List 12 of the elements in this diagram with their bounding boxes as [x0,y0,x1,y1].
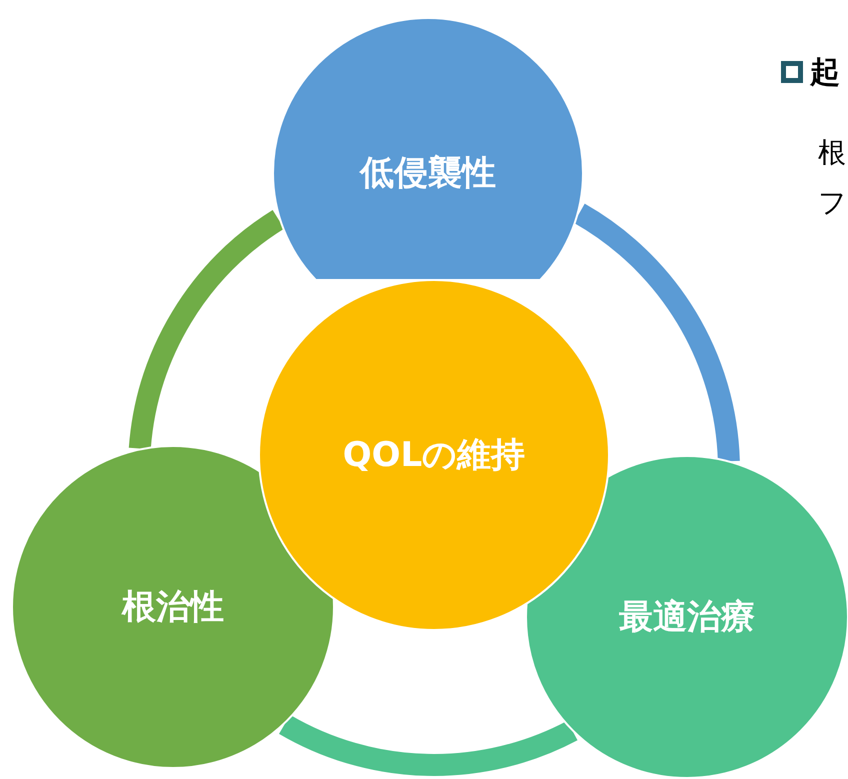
node-label: 最適治療 [618,596,756,639]
node-label: QOLの維持 [342,434,526,477]
node-label: 根治性 [120,586,225,629]
circle-node [258,279,610,631]
text-label: 起 [810,54,840,92]
node-label: 低侵襲性 [358,152,497,195]
text-label: 根 [818,135,846,171]
connector-arc [573,204,740,462]
circle-node [11,445,335,769]
connector-arc [128,210,285,450]
connector-arc [280,714,577,776]
text-label: フ [818,185,847,221]
